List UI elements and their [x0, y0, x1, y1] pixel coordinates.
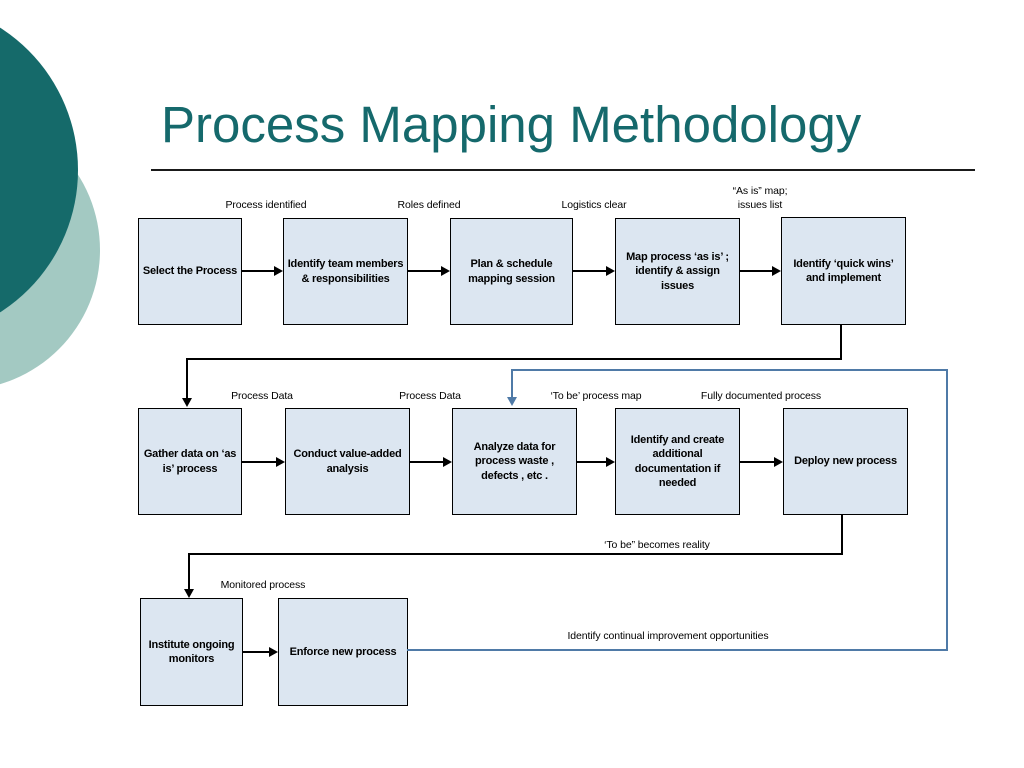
connector-label-fully-documented: Fully documented process: [700, 390, 822, 402]
connector-blue-into-analyze: [511, 369, 513, 399]
arrow-line-r3-1: [243, 651, 270, 653]
connector-deploy-down: [841, 515, 843, 555]
arrow-line-r2-1: [242, 461, 277, 463]
connector-label-to-be-process-map: ‘To be’ process map: [550, 390, 642, 402]
arrow-head-r3-1: [269, 647, 278, 657]
arrow-head-r1-2: [441, 266, 450, 276]
arrow-head-r1-4: [772, 266, 781, 276]
flow-box-institute-monitors: Institute ongoing monitors: [140, 598, 243, 706]
connector-label-as-is-map: “As is” map; issues list: [732, 185, 788, 211]
connector-label-continual-improvement: Identify continual improvement opportuni…: [567, 630, 769, 642]
flow-box-map-process-as-is: Map process ‘as is’ ; identify & assign …: [615, 218, 740, 325]
slide-title: Process Mapping Methodology: [161, 96, 862, 153]
arrow-head-r2-1: [276, 457, 285, 467]
arrow-head-r1-1: [274, 266, 283, 276]
connector-blue-bottom: [407, 649, 948, 651]
flow-box-enforce-new-process: Enforce new process: [278, 598, 408, 706]
arrow-head-r2-4: [774, 457, 783, 467]
connector-label-monitored-process: Monitored process: [220, 579, 306, 591]
connector-deploy-across: [188, 553, 843, 555]
connector-deploy-into-institute: [188, 553, 190, 591]
flow-box-select-process: Select the Process: [138, 218, 242, 325]
connector-blue-right: [946, 369, 948, 651]
flow-box-identify-quick-wins: Identify ‘quick wins’ and implement: [781, 217, 906, 325]
arrow-line-r2-4: [740, 461, 775, 463]
flow-box-value-added-analysis: Conduct value-added analysis: [285, 408, 410, 515]
connector-label-to-be-becomes-reality: ‘To be” becomes reality: [604, 539, 710, 551]
flow-box-gather-data: Gather data on ‘as is’ process: [138, 408, 242, 515]
arrow-head-r2-3: [606, 457, 615, 467]
arrow-line-r2-2: [410, 461, 444, 463]
arrow-line-r1-1: [242, 270, 275, 272]
connector-label-logistics-clear: Logistics clear: [561, 199, 627, 211]
flow-box-additional-documentation: Identify and create additional documenta…: [615, 408, 740, 515]
connector-label-roles-defined: Roles defined: [397, 199, 461, 211]
connector-label-process-data-1: Process Data: [231, 390, 293, 402]
connector-blue-top: [511, 369, 948, 371]
flow-box-deploy-new-process: Deploy new process: [783, 408, 908, 515]
connector-quickwins-into-gather: [186, 358, 188, 400]
connector-label-process-data-2: Process Data: [399, 390, 461, 402]
title-underline: [151, 169, 975, 171]
flow-box-analyze-data: Analyze data for process waste , defects…: [452, 408, 577, 515]
connector-quickwins-across: [186, 358, 842, 360]
arrow-line-r1-3: [573, 270, 607, 272]
arrow-line-r2-3: [577, 461, 607, 463]
connector-quickwins-down: [840, 325, 842, 360]
arrow-head-into-gather-data: [182, 398, 192, 407]
arrow-head-r2-2: [443, 457, 452, 467]
arrow-head-r1-3: [606, 266, 615, 276]
flow-box-identify-team: Identify team members & responsibilities: [283, 218, 408, 325]
connector-label-process-identified: Process identified: [225, 199, 307, 211]
arrow-head-into-analyze: [507, 397, 517, 406]
arrow-head-into-institute: [184, 589, 194, 598]
flow-box-plan-schedule: Plan & schedule mapping session: [450, 218, 573, 325]
arrow-line-r1-4: [740, 270, 773, 272]
arrow-line-r1-2: [408, 270, 442, 272]
